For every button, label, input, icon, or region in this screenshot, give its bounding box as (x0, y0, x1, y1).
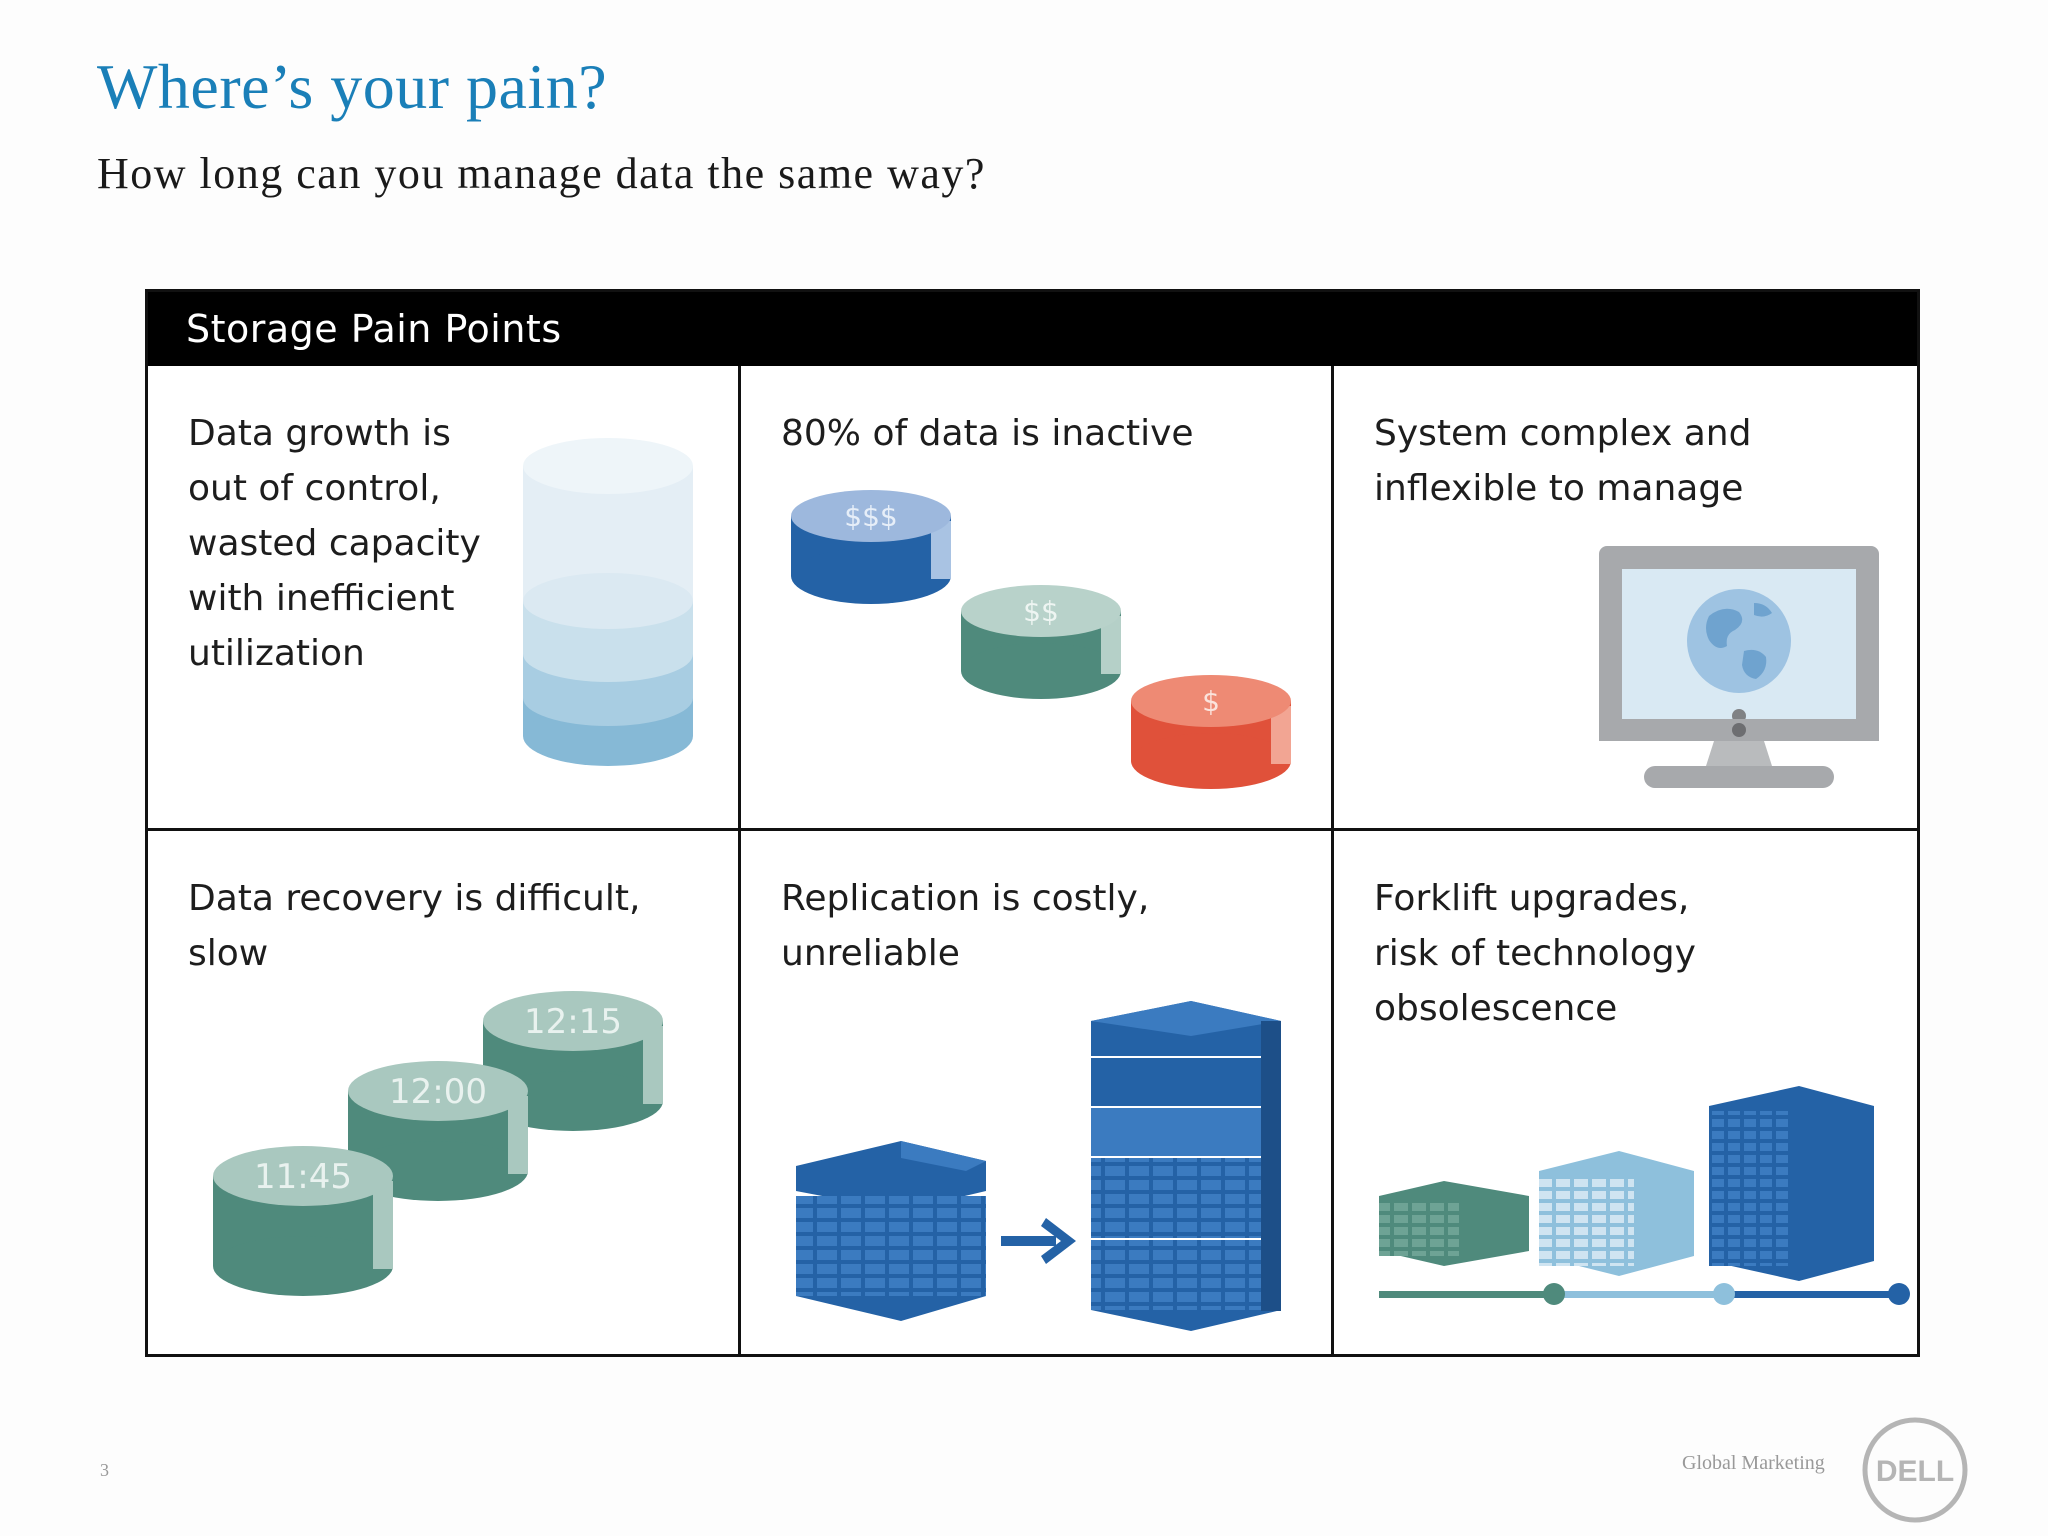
snapshot-disks-icon: 12:15 12:00 11:45 (213, 991, 663, 1296)
pain-cell-text: Replication is costly, unreliable (781, 878, 1150, 974)
panel-header: Storage Pain Points (148, 292, 1917, 366)
slide-subtitle: How long can you manage data the same wa… (97, 149, 986, 198)
snapshot-time-label: 12:15 (524, 1002, 622, 1042)
grid-divider (148, 828, 1917, 831)
pain-points-panel: Storage Pain Points Data growth is out o… (145, 289, 1920, 1357)
pain-cell-recovery: Data recovery is difficult, slow 12:15 1… (148, 831, 738, 1357)
pain-cell-text: Data recovery is difficult, slow (188, 878, 641, 974)
tiered-cost-disks-icon: $$$ $$ $ (791, 490, 1291, 789)
slide-title: Where’s your pain? (97, 51, 608, 122)
grid-divider (738, 366, 741, 1354)
dell-logo: DELL (1862, 1417, 1968, 1523)
stacked-cylinder-icon (523, 438, 693, 766)
pain-points-grid: Data growth is out of control, wasted ca… (148, 366, 1917, 1354)
pain-cell-replication: Replication is costly, unreliable (741, 831, 1331, 1357)
pain-cell-forklift: Forklift upgrades, risk of technology ob… (1334, 831, 1917, 1357)
pain-cell-inactive-data: 80% of data is inactive $$$ $$ $ (741, 366, 1331, 828)
footer-label: Global Marketing (1682, 1452, 1825, 1474)
pain-cell-text: Data growth is out of control, wasted ca… (188, 413, 481, 674)
disk-label: $$ (1023, 595, 1059, 628)
pain-cell-complexity: System complex and inflexible to manage (1334, 366, 1917, 828)
logo-text: DELL (1876, 1455, 1954, 1488)
replication-servers-icon (796, 1001, 1281, 1331)
grid-divider (1331, 366, 1334, 1354)
pain-cell-text: System complex and inflexible to manage (1374, 413, 1752, 509)
page-number: 3 (100, 1460, 109, 1480)
disk-label: $$$ (844, 500, 897, 533)
pain-cell-text: 80% of data is inactive (781, 413, 1194, 454)
snapshot-time-label: 12:00 (389, 1072, 487, 1112)
pain-cell-text: Forklift upgrades, risk of technology ob… (1374, 878, 1696, 1029)
pain-cell-data-growth: Data growth is out of control, wasted ca… (148, 366, 738, 828)
snapshot-time-label: 11:45 (254, 1157, 352, 1197)
disk-label: $ (1202, 685, 1220, 718)
monitor-globe-icon (1599, 546, 1879, 788)
upgrade-path-icon (1379, 1086, 1910, 1305)
